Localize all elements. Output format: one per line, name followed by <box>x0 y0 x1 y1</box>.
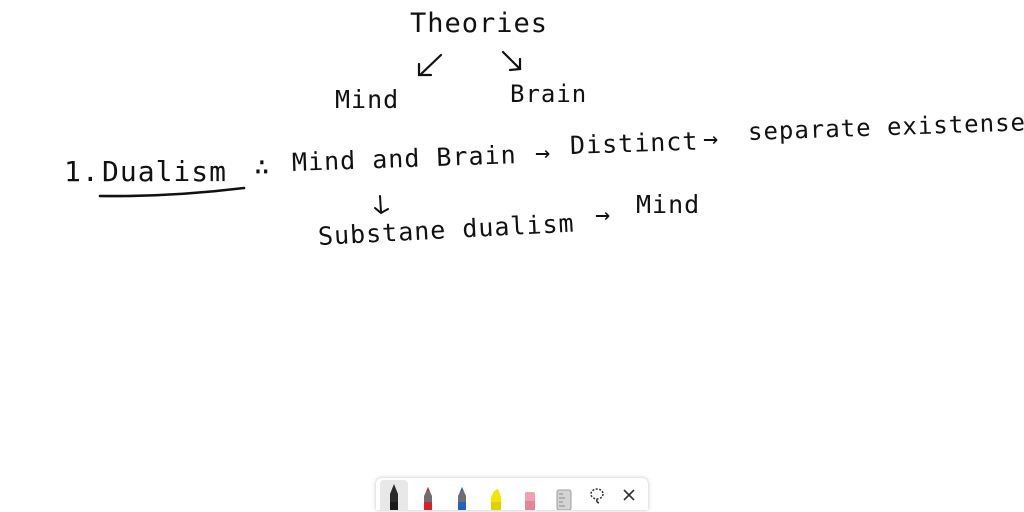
arrow-to-brain <box>501 50 522 72</box>
ruler-icon <box>556 489 572 510</box>
arrow-symbol-3: → <box>595 200 612 229</box>
eraser-tool[interactable] <box>516 480 544 510</box>
eraser-icon <box>525 492 535 510</box>
term-dualism: Dualism <box>102 155 228 188</box>
label-brain: Brain <box>510 80 588 108</box>
label-mind: Mind <box>335 85 400 114</box>
label-mind-second: Mind <box>636 190 701 219</box>
arrow-symbol-2: → <box>703 124 720 153</box>
heading-theories: Theories <box>410 8 549 39</box>
black-pen-tool[interactable] <box>380 480 408 510</box>
pen-icon <box>424 487 432 510</box>
close-button[interactable] <box>616 480 642 510</box>
red-pen-tool[interactable] <box>414 480 442 510</box>
word-distinct: Distinct <box>569 126 699 160</box>
lasso-button[interactable] <box>584 480 610 510</box>
blue-pen-tool[interactable] <box>448 480 476 510</box>
yellow-highlighter-tool[interactable] <box>482 480 510 510</box>
lasso-icon <box>590 488 604 504</box>
close-icon <box>623 489 635 501</box>
therefore-symbol: ∴ <box>254 152 271 182</box>
ruler-tool[interactable] <box>550 480 578 510</box>
pen-icon <box>458 487 466 510</box>
arrow-down-to-substane <box>374 195 389 215</box>
item-number: 1. <box>64 155 100 188</box>
arrow-to-mind <box>417 53 443 77</box>
pen-toolbar <box>376 478 648 510</box>
highlighter-icon <box>491 489 501 510</box>
dualism-underline <box>98 186 246 198</box>
pen-icon <box>390 484 398 510</box>
arrow-symbol-1: → <box>535 138 552 167</box>
